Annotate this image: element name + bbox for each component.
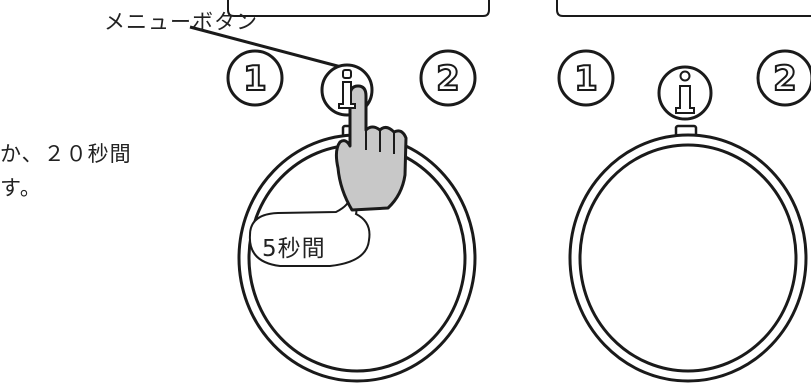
menu-button-callout-label: メニューボタン bbox=[104, 10, 258, 34]
display-left bbox=[227, 0, 490, 17]
button-1-right[interactable] bbox=[557, 49, 615, 107]
button-2-right-label: 2 bbox=[773, 59, 797, 99]
speech-bubble-text: 5秒間 bbox=[262, 236, 326, 262]
dial-right-inner bbox=[578, 143, 798, 373]
panel-right: 1 i 2 bbox=[557, 49, 811, 383]
info-button-right-stem bbox=[675, 85, 695, 114]
speech-bubble bbox=[248, 192, 371, 267]
button-1-left[interactable] bbox=[226, 49, 284, 107]
instruction-line-2: す。 bbox=[0, 176, 42, 200]
info-button-left-stem bbox=[338, 81, 356, 109]
button-1-left-label: 1 bbox=[243, 59, 267, 99]
display-right bbox=[556, 0, 811, 17]
button-2-right[interactable] bbox=[756, 49, 811, 107]
hand-pointer-icon bbox=[334, 84, 408, 212]
instruction-line-1: か、２０秒間 bbox=[0, 142, 132, 166]
info-button-left-dot bbox=[342, 69, 352, 79]
info-button-right-dot bbox=[679, 70, 691, 82]
button-2-left-label: 2 bbox=[436, 59, 460, 99]
button-2-left[interactable] bbox=[419, 49, 477, 107]
callout-leader-line bbox=[189, 25, 346, 70]
button-1-right-label: 1 bbox=[574, 59, 598, 99]
